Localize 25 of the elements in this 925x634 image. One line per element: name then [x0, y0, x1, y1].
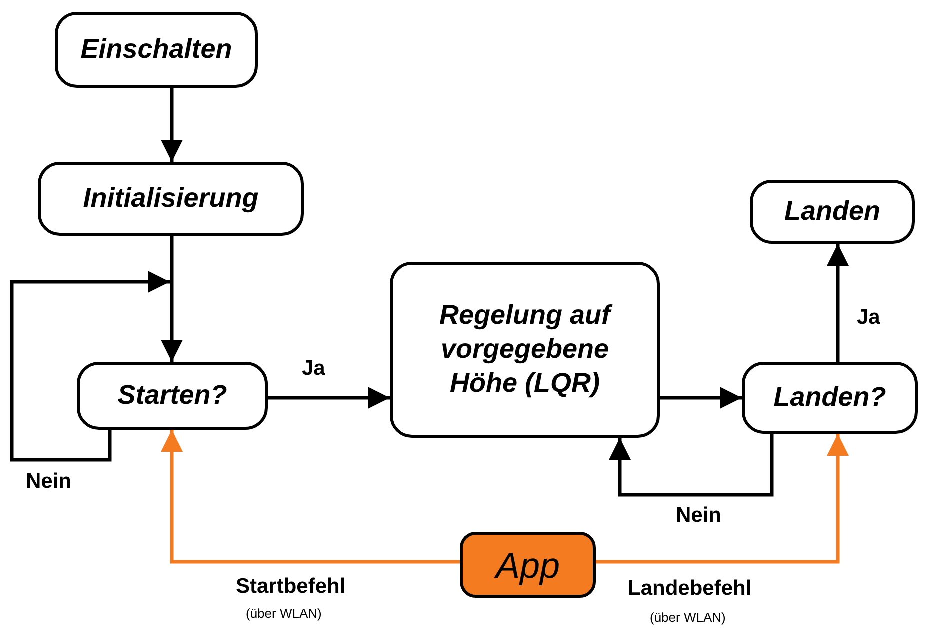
- arrow: [660, 387, 742, 409]
- node-label: Einschalten: [80, 33, 232, 66]
- process-box: [390, 262, 660, 438]
- process-box: [742, 362, 918, 434]
- process-box: [55, 12, 258, 88]
- note: (über WLAN): [650, 610, 726, 625]
- arrow: [161, 430, 460, 564]
- arrow: [161, 282, 183, 362]
- arrow: [10, 271, 170, 462]
- arrow: [268, 387, 390, 409]
- node-label: Regelung auf vorgegebene Höhe (LQR): [423, 299, 627, 401]
- arrow: [161, 88, 183, 162]
- node-label: App: [496, 544, 560, 588]
- node-label: Landen: [784, 195, 880, 228]
- process-box: [750, 180, 915, 244]
- arrow: [609, 434, 774, 497]
- node-label: Landen?: [774, 381, 886, 414]
- note: (über WLAN): [246, 606, 322, 621]
- arrow: [827, 244, 849, 362]
- source-box: [460, 532, 596, 598]
- arrow: [596, 434, 849, 564]
- process-box: [77, 362, 268, 430]
- node-label: Initialisierung: [83, 182, 259, 216]
- node-label: Starten?: [118, 379, 228, 412]
- process-box: [38, 162, 304, 236]
